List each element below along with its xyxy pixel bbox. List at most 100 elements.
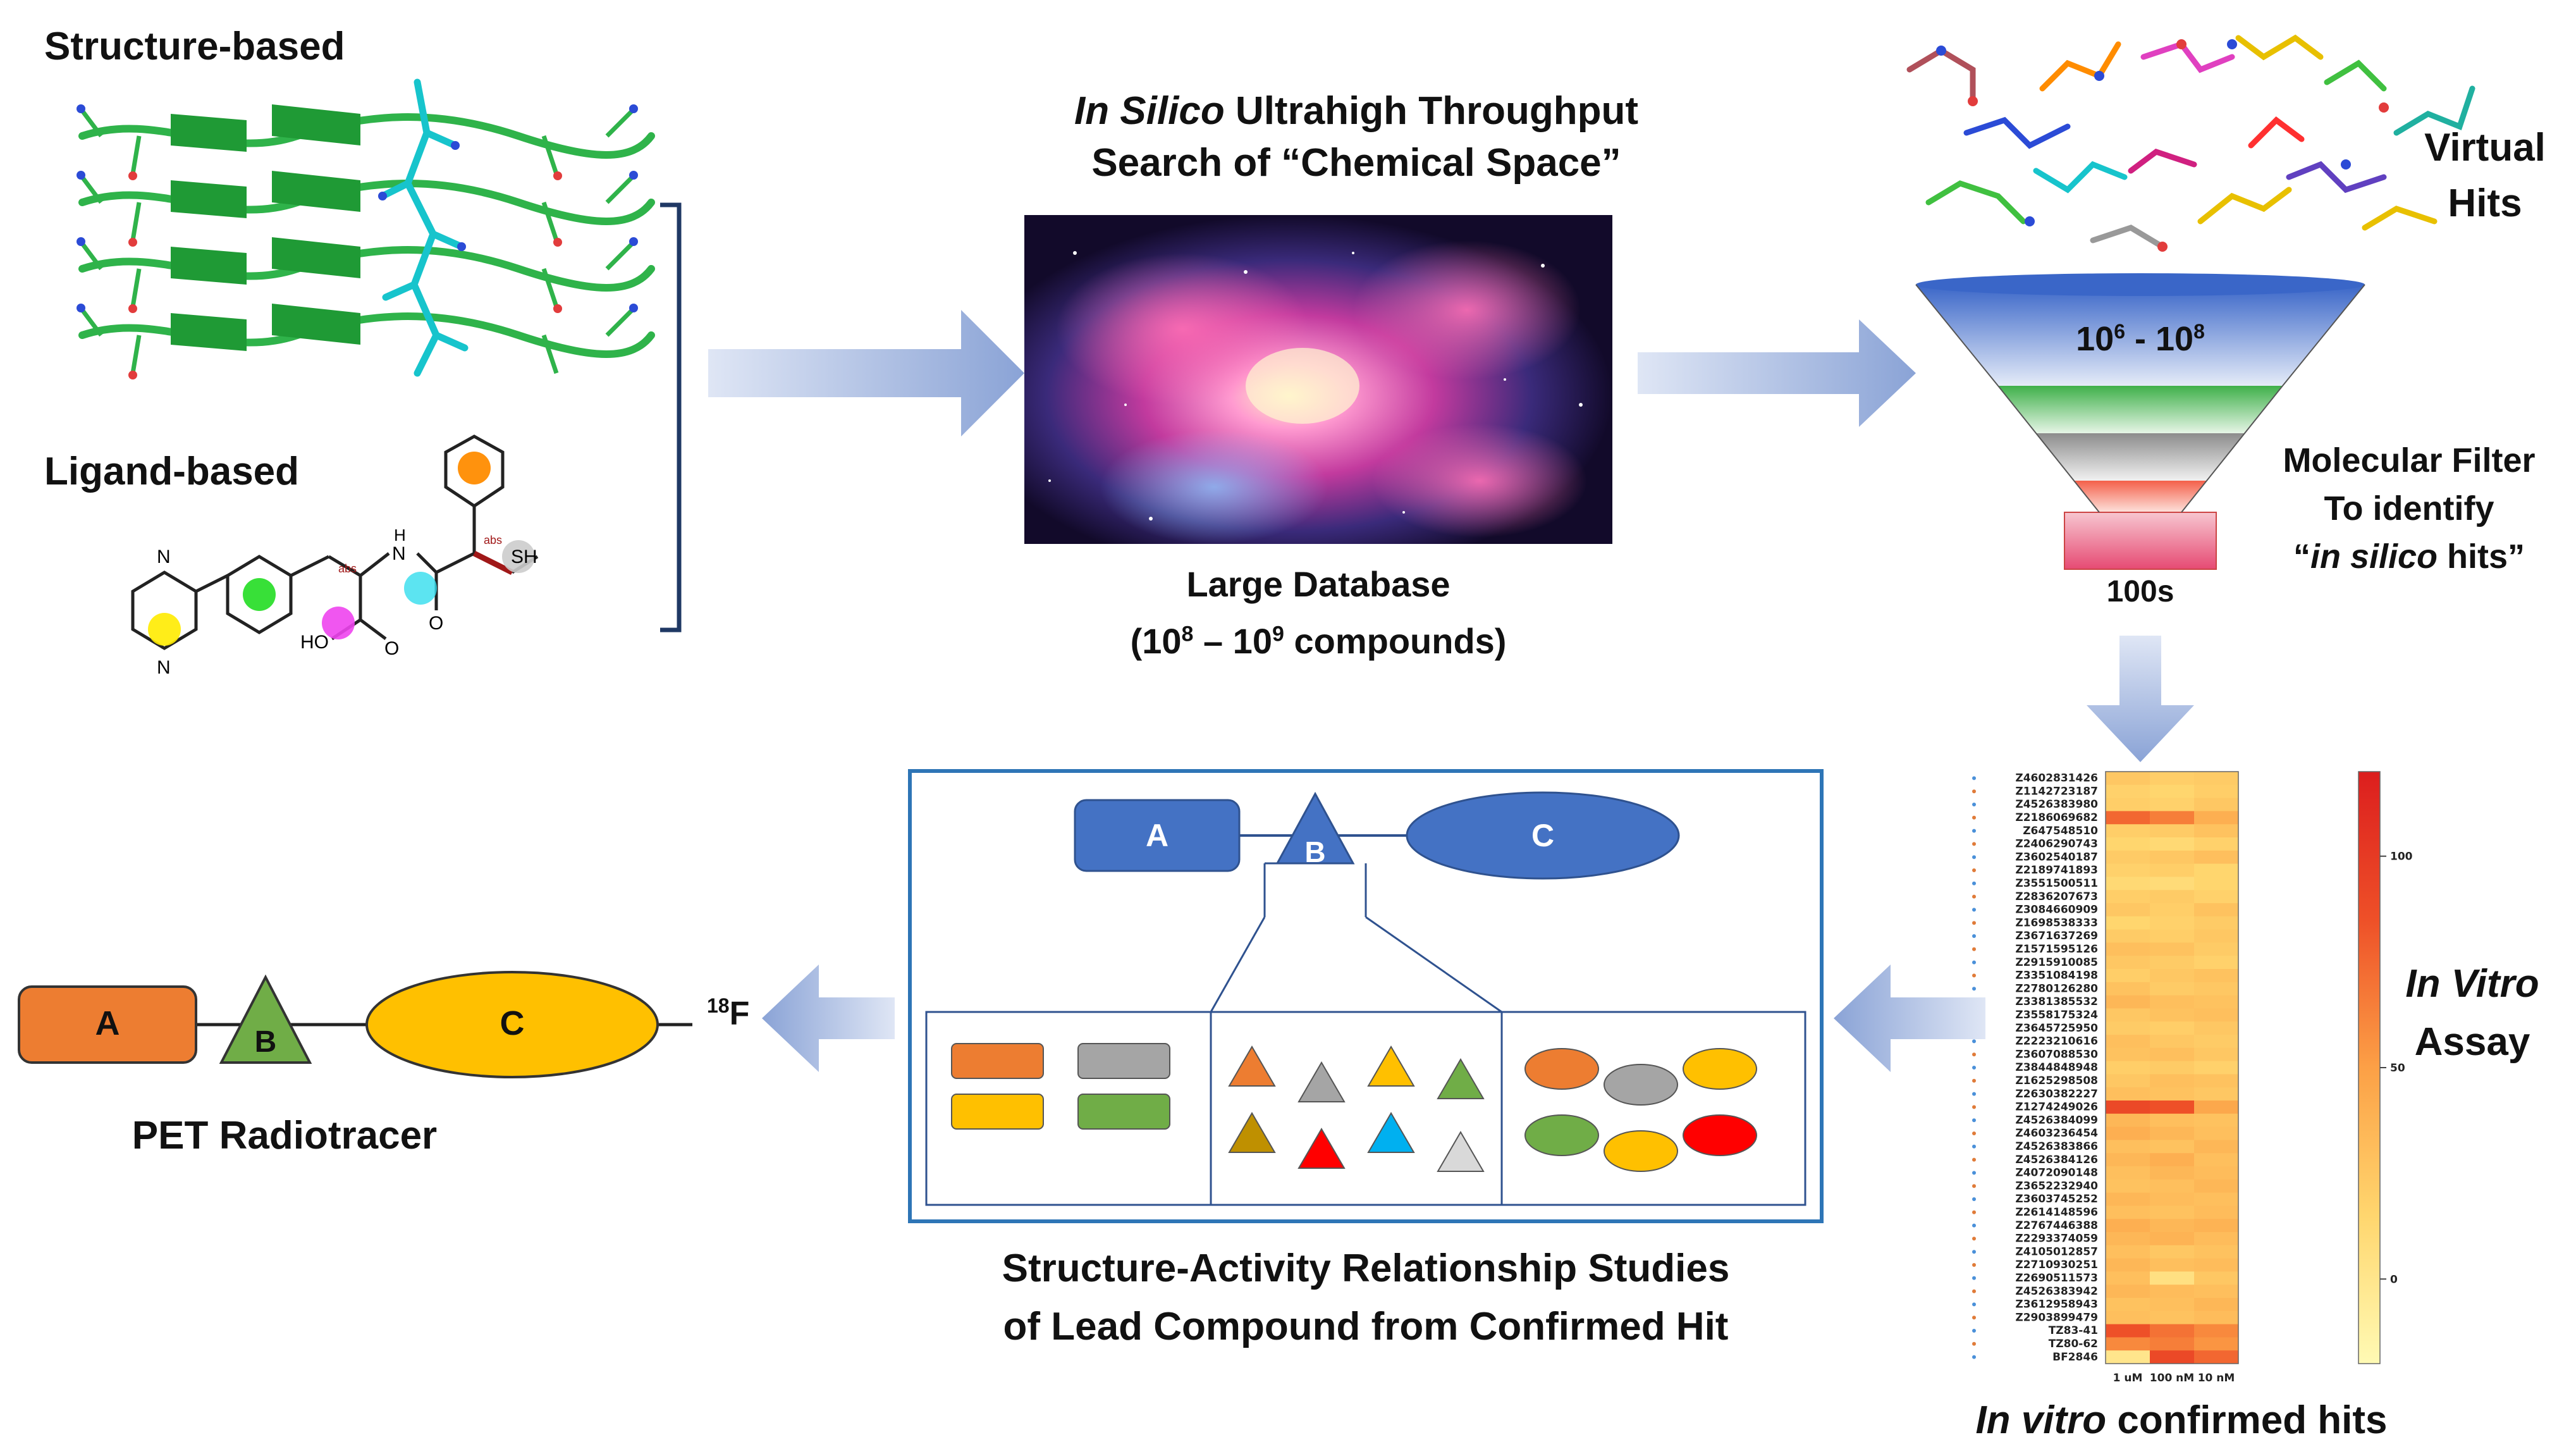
- heatmap-cell: [2194, 1298, 2238, 1312]
- heatmap-row-marker: [1972, 829, 1976, 833]
- heatmap-cell: [2106, 1047, 2150, 1062]
- heatmap-cell: [2194, 995, 2238, 1009]
- heatmap-row-marker: [1972, 868, 1976, 872]
- database-caption: Large Database (108 – 109 compounds): [1024, 560, 1612, 666]
- heatmap-cell: [2106, 903, 2150, 917]
- heatmap-cell: [2194, 1140, 2238, 1154]
- heatmap-row-marker: [1972, 1316, 1976, 1320]
- heatmap-cell: [2194, 1126, 2238, 1140]
- heatmap-cell: [2150, 1350, 2194, 1364]
- heatmap-row-marker: [1972, 1052, 1976, 1057]
- pet-radiotracer-label: PET Radiotracer: [132, 1114, 438, 1157]
- heatmap-cell: [2194, 1258, 2238, 1272]
- heatmap-cell: [2194, 1087, 2238, 1101]
- heatmap-cell: [2150, 942, 2194, 956]
- heatmap-cell: [2106, 1126, 2150, 1140]
- heatmap-cell: [2150, 1192, 2194, 1206]
- heatmap-cell: [2194, 1035, 2238, 1049]
- heatmap-cell: [2106, 811, 2150, 825]
- heatmap-row-marker: [1972, 1184, 1976, 1188]
- heatmap-cell: [2150, 1140, 2194, 1154]
- heatmap-cell: [2106, 1140, 2150, 1154]
- heatmap-cell: [2150, 1310, 2194, 1325]
- heatmap-cell: [2106, 916, 2150, 930]
- pet-shape-c: [365, 971, 659, 1078]
- heatmap-row-marker: [1972, 842, 1976, 846]
- heatmap-cell: [2106, 1310, 2150, 1325]
- heatmap-cell: [2194, 1324, 2238, 1338]
- sar-variant-ellipse: [1524, 1048, 1599, 1090]
- database-line2: (108 – 109 compounds): [1130, 620, 1507, 661]
- funnel-top-range: 106 - 108: [2076, 320, 2205, 358]
- sar-variant-triangle: [1228, 1045, 1276, 1087]
- heatmap-cell: [2150, 1232, 2194, 1246]
- heatmap-cell: [2150, 772, 2194, 786]
- molecular-filter-funnel: [1915, 273, 2365, 570]
- sar-shape-c: [1406, 791, 1680, 880]
- heatmap-row-marker: [1972, 1329, 1976, 1333]
- heatmap-cell: [2194, 1008, 2238, 1022]
- heatmap-row-label: Z1625298508: [2015, 1075, 2098, 1087]
- heatmap-row-label: Z3381385532: [2015, 996, 2098, 1008]
- heatmap-cell: [2106, 824, 2150, 838]
- heatmap-cell: [2106, 1298, 2150, 1312]
- heatmap-row-label: Z2836207673: [2015, 891, 2098, 903]
- heatmap-row-marker: [1972, 1105, 1976, 1109]
- heatmap-row-marker: [1972, 1210, 1976, 1214]
- heatmap-row-marker: [1972, 987, 1976, 991]
- heatmap-cell: [2106, 995, 2150, 1009]
- heatmap-cell: [2106, 1166, 2150, 1180]
- heatmap-cell: [2150, 863, 2194, 877]
- pet-shape-a: [18, 985, 197, 1064]
- heatmap-row-label: Z2710930251: [2015, 1259, 2098, 1271]
- heatmap-row-label: Z3645725950: [2015, 1022, 2098, 1035]
- heatmap-row-marker: [1972, 1039, 1976, 1044]
- heatmap-cell: [2150, 1047, 2194, 1062]
- heatmap-cell: [2106, 1035, 2150, 1049]
- heatmap-cell: [2194, 982, 2238, 996]
- heatmap-cell: [2106, 1350, 2150, 1364]
- sar-variant-rect: [1077, 1094, 1170, 1130]
- ligand-based-label: Ligand-based: [44, 450, 300, 493]
- heatmap-cell: [2150, 1245, 2194, 1259]
- heatmap-row-marker: [1972, 1092, 1976, 1096]
- heatmap-cell: [2150, 1061, 2194, 1075]
- heatmap-row-marker: [1972, 1197, 1976, 1201]
- heatmap-cell: [2194, 942, 2238, 956]
- heatmap-cell: [2194, 863, 2238, 877]
- heatmap-cell: [2194, 1179, 2238, 1193]
- heatmap-cell: [2106, 772, 2150, 786]
- heatmap-cell: [2150, 969, 2194, 983]
- heatmap-cell: [2194, 824, 2238, 838]
- heatmap-cell: [2194, 1113, 2238, 1128]
- heatmap-cell: [2106, 850, 2150, 865]
- heatmap-scale-tick-label: 0: [2390, 1273, 2398, 1286]
- heatmap-cell: [2106, 1061, 2150, 1075]
- heatmap-row-marker: [1972, 1276, 1976, 1280]
- heatmap-row-label: Z2293374059: [2015, 1233, 2098, 1245]
- heatmap-cell: [2150, 903, 2194, 917]
- heatmap-cell: [2194, 969, 2238, 983]
- funnel-bottom-count: 100s: [2106, 575, 2174, 608]
- heatmap-row-label: Z3671637269: [2015, 930, 2098, 942]
- chemical-space-nebula-image: [1024, 215, 1612, 544]
- heatmap-row-label: TZ83-41: [2049, 1324, 2098, 1337]
- heatmap-cell: [2106, 784, 2150, 799]
- heatmap-column-label: 1 uM: [2113, 1372, 2143, 1384]
- heatmap-cell: [2106, 1285, 2150, 1298]
- sar-diagram: [908, 769, 1824, 1223]
- heatmap-row-label: Z3551500511: [2015, 877, 2098, 890]
- carbonyl-o-2: O: [429, 613, 443, 634]
- heatmap-color-scale: [2358, 771, 2381, 1364]
- heatmap-row-marker: [1972, 1263, 1976, 1267]
- sar-label-c: C: [1531, 818, 1555, 853]
- heatmap-row-label: Z4072090148: [2015, 1167, 2098, 1180]
- heatmap-cell: [2150, 1008, 2194, 1022]
- heatmap-scale-tick-label: 50: [2390, 1062, 2405, 1075]
- search-title-italic: In Silico: [1074, 89, 1225, 133]
- heatmap-cell: [2106, 956, 2150, 970]
- heatmap-row-label: Z2223210616: [2015, 1035, 2098, 1048]
- sar-variant-triangle: [1367, 1112, 1415, 1153]
- heatmap-row-label: Z2780126280: [2015, 982, 2098, 995]
